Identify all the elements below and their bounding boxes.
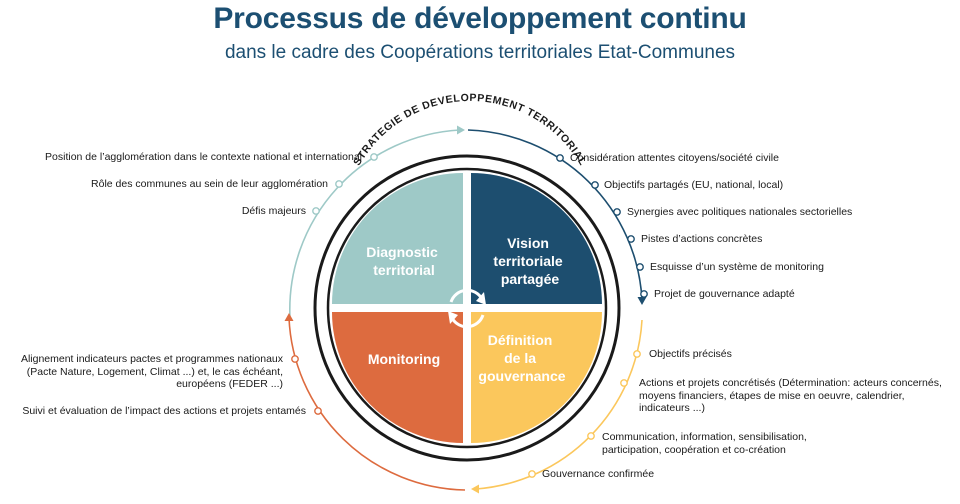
label-diagnostic-position: Position de l’agglomération dans le cont… [45,151,362,163]
marker-dot [633,350,641,358]
label-gouvernance-confirmee: Gouvernance confirmée [542,468,655,480]
quadrant-gouvernance [471,312,602,443]
page-subtitle: dans le cadre des Coopérations territori… [224,42,736,63]
quadrant-vision [471,173,602,304]
marker-dot [291,355,299,363]
label-vision-projet: Projet de gouvernance adapté [654,288,795,300]
label-vision-esquisse: Esquisse d’un système de monitoring [650,261,824,273]
cycle-icon [449,288,485,329]
arc-vision [467,129,643,301]
arrowhead-vision [637,297,647,305]
quadrant-diagnostic [332,173,463,304]
marker-dot [620,379,628,387]
label-gouvernance-communication: Communication, information, sensibilisat… [602,431,807,456]
cycle-arrowhead [476,292,486,305]
label-vision-objectifs: Objectifs partagés (EU, national, local) [604,179,784,191]
marker-dot [312,207,320,215]
strategy-ring [313,154,621,462]
arc-diagnostic [289,129,461,317]
label-diagnostic-defis: Défis majeurs [241,205,306,217]
marker-dot [640,290,648,298]
marker-dot [613,208,621,216]
marker-dot [370,153,378,161]
quadrant-label-gouvernance: Définition de la gouvernance [478,332,565,384]
marker-dot [556,154,564,162]
quadrant-label-diagnostic: Diagnostic territorial [366,244,441,278]
marker-dot [591,181,599,189]
label-vision-pistes: Pistes d’actions concrètes [641,233,763,245]
marker-dot [587,432,595,440]
cycle-arrowhead [448,311,458,324]
label-gouvernance-objectifs: Objectifs précisés [649,348,732,360]
arrowhead-gouvernance [471,484,479,494]
label-gouvernance-actions: Actions et projets concrétisés (Détermin… [639,377,942,414]
strategy-ring-inner [326,167,608,449]
marker-dot [528,470,536,478]
marker-dot [314,407,322,415]
quadrant-label-vision: Vision territoriale partagée [493,235,566,287]
marker-dot [335,180,343,188]
page-title: Processus de développement continu [213,2,747,35]
arrowhead-diagnostic [457,125,465,135]
arc-markers [291,153,648,478]
quadrant-monitoring [332,312,463,443]
label-vision-synergies: Synergies avec politiques nationales sec… [627,206,853,218]
label-vision-consideration: Considération attentes citoyens/société … [570,152,779,164]
marker-dot [636,263,644,271]
marker-dot [627,235,635,243]
quadrant-label-monitoring: Monitoring [368,351,440,367]
label-monitoring-alignement: Alignement indicateurs pactes et program… [20,353,283,390]
arrowhead-monitoring [284,313,294,321]
label-diagnostic-role: Rôle des communes au sein de leur agglom… [91,178,328,190]
label-monitoring-suivi: Suivi et évaluation de l’impact des acti… [22,405,306,417]
